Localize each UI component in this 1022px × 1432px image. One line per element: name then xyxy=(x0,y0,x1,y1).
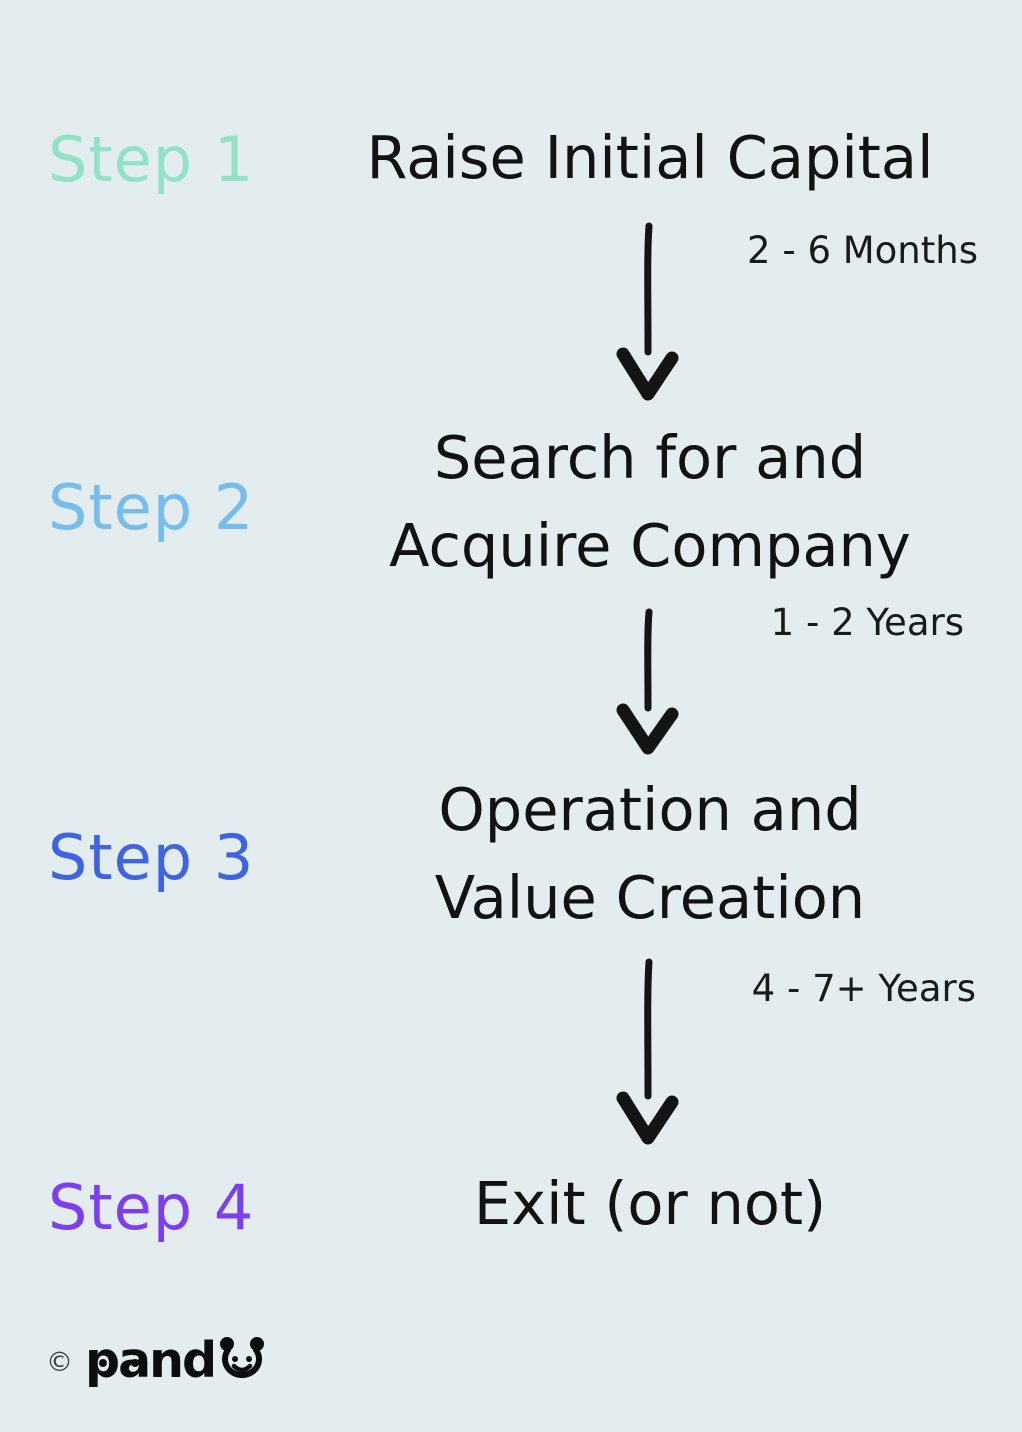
brand-wordmark: pand xyxy=(85,1330,217,1392)
step-4-title: Exit (or not) xyxy=(230,1164,1022,1244)
panda-face-icon xyxy=(220,1337,265,1379)
step-2-title-line-2: Acquire Company xyxy=(389,511,911,580)
step-3-title: Operation and Value Creation xyxy=(230,766,1022,942)
down-arrow-icon xyxy=(616,222,679,401)
brand-logo: © pand xyxy=(46,1330,267,1392)
step-3-duration: 4 - 7+ Years xyxy=(751,967,976,1010)
down-arrow-icon xyxy=(616,608,679,755)
step-1-title-line: Raise Initial Capital xyxy=(366,123,934,192)
step-2-label: Step 2 xyxy=(48,471,255,544)
down-arrow-icon xyxy=(616,958,679,1145)
step-2-title-line-1: Search for and xyxy=(433,423,867,492)
step-2-title: Search for and Acquire Company xyxy=(230,414,1022,590)
letter-eye-dot xyxy=(99,1359,107,1367)
brand-wordmark-text: pand xyxy=(85,1332,217,1389)
step-3-label: Step 3 xyxy=(48,821,255,894)
step-1-duration: 2 - 6 Months xyxy=(747,229,978,272)
letter-eye-dot xyxy=(131,1359,139,1367)
step-3-title-line-1: Operation and xyxy=(438,775,862,844)
step-4-label: Step 4 xyxy=(48,1171,255,1244)
step-1-label: Step 1 xyxy=(48,123,255,196)
copyright-icon: © xyxy=(46,1346,73,1378)
step-2-duration: 1 - 2 Years xyxy=(770,601,964,644)
step-3-title-line-2: Value Creation xyxy=(434,863,866,932)
step-4-title-line: Exit (or not) xyxy=(473,1169,827,1238)
step-1-title: Raise Initial Capital xyxy=(230,118,1022,198)
